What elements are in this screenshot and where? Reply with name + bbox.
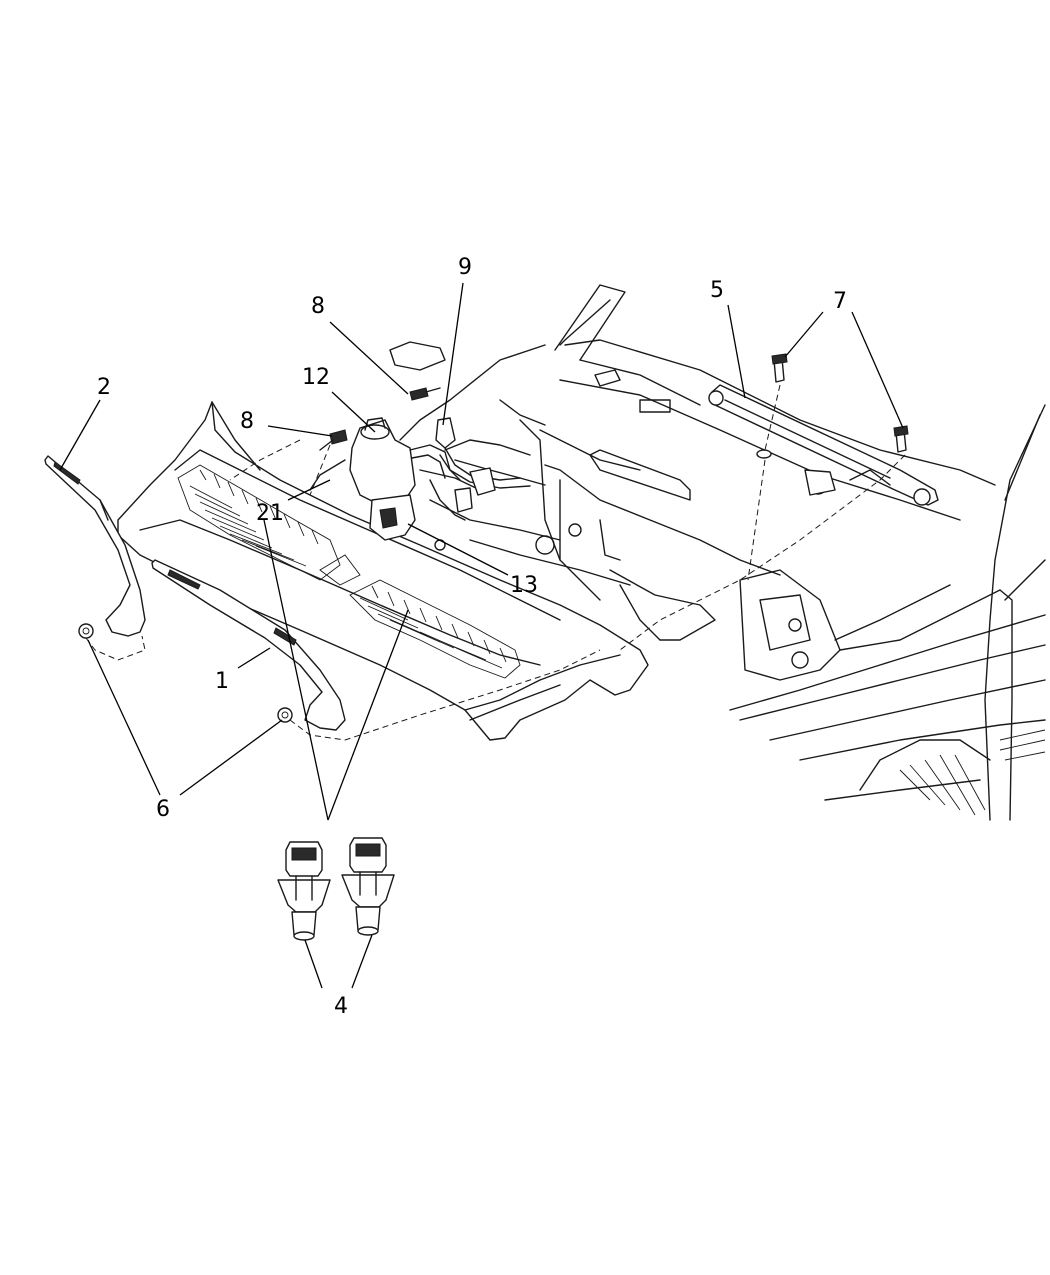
callout-12: 12	[302, 365, 330, 390]
wiper-arm-left	[44, 455, 146, 639]
bolt-8-upper	[409, 387, 441, 401]
grommet-5	[756, 449, 772, 459]
bolt-7-left	[771, 353, 788, 383]
callout-labels: 2 1 4 5 6 7 8 8 9 12 13 21	[97, 255, 847, 1019]
callout-13: 13	[510, 573, 538, 598]
callout-8-upper: 8	[311, 294, 325, 319]
cowl-panel	[117, 401, 649, 741]
callout-21: 21	[256, 501, 284, 526]
callout-6: 6	[156, 797, 170, 822]
washer-reservoir	[349, 417, 531, 541]
callout-5: 5	[710, 278, 724, 303]
callout-2: 2	[97, 375, 111, 400]
callout-8-lower: 8	[240, 409, 254, 434]
bolt-7-right	[893, 425, 909, 453]
callout-4: 4	[334, 994, 348, 1019]
vehicle-body-structure	[309, 284, 1046, 821]
bolt-8-lower	[319, 429, 348, 451]
washer-nozzle-left	[277, 841, 331, 941]
wiper-linkage	[708, 384, 939, 506]
leader-lines	[59, 282, 904, 989]
callout-9: 9	[458, 255, 472, 280]
wiper-arm-right	[151, 559, 346, 731]
callout-7: 7	[833, 289, 847, 314]
washer-nozzle-right	[341, 837, 395, 936]
callout-1: 1	[215, 669, 229, 694]
